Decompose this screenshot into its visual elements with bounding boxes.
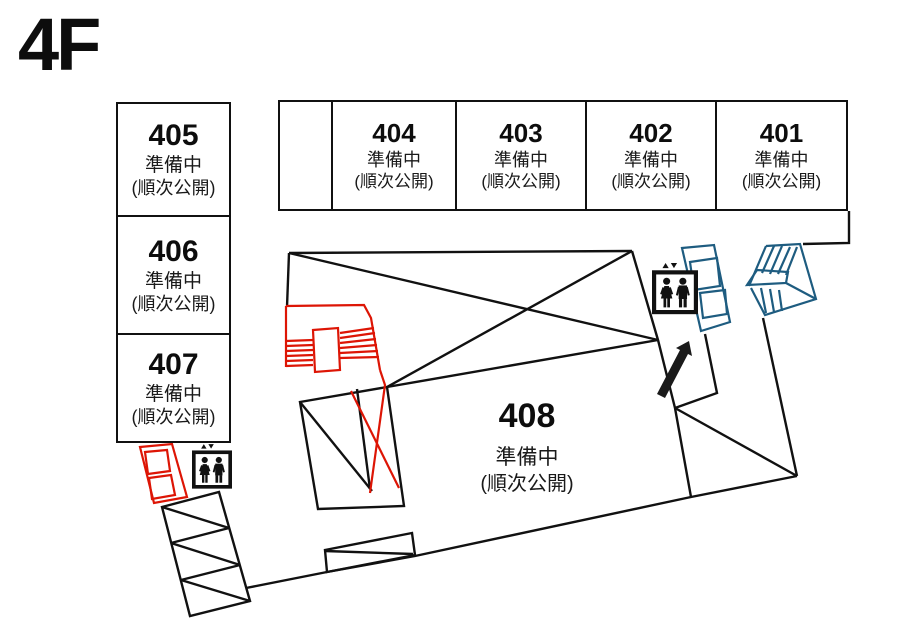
wall-central-right [630,250,693,498]
room-box-405[interactable]: 405 準備中 (順次公開) [118,104,229,215]
room-status: 準備中 [144,383,202,405]
room-status: 準備中 [144,270,202,292]
cross-line-1 [288,251,659,342]
stairs-red [284,303,400,494]
room-status: 準備中 [624,150,678,171]
room-box-402[interactable]: 402 準備中 (順次公開) [585,102,715,209]
room-status: 準備中 [494,150,548,171]
stairs-blue-landing [744,268,790,287]
room-box-404[interactable]: 404 準備中 (順次公開) [331,102,455,209]
room-status: 準備中 [144,155,202,177]
stairs-red-treads-left [285,338,314,368]
left-room-column: 405 準備中 (順次公開) 406 準備中 (順次公開) 407 準備中 (順… [116,102,231,443]
room-number: 405 [148,119,199,153]
womens-restroom-cell[interactable] [280,102,331,209]
stairs-red-treads-right [339,326,380,360]
stairs-blue-treads-upper [760,245,799,276]
wall-right [761,317,799,477]
room-box-401[interactable]: 401 準備中 (順次公開) [715,102,846,209]
room-number: 407 [148,347,199,381]
room-note: (順次公開) [131,406,216,427]
wall-central-left [285,252,291,308]
red-shaft-boxes [138,442,189,505]
cross-line-2 [386,249,633,389]
bottom-booth-diagonal [324,549,414,556]
room-note: (順次公開) [131,178,216,199]
stairs-red-outline [285,303,382,371]
blue-shaft-cab-2 [698,288,729,320]
elevator-icon [192,442,232,489]
cross-line-3 [386,338,659,389]
room-number: 404 [372,117,416,148]
room-box-406[interactable]: 406 準備中 (順次公開) [118,215,229,333]
stairs-red-cross [350,390,400,489]
room-number: 403 [499,117,543,148]
room-note: (順次公開) [481,171,561,191]
red-shaft-cab-2 [147,473,177,501]
room-note: (順次公開) [611,171,691,191]
room-box-403[interactable]: 403 準備中 (順次公開) [455,102,585,209]
room-note: (順次公開) [480,472,574,495]
stairs-blue-treads-lower [759,287,784,314]
room-note: (順次公開) [131,293,216,314]
floor-walls [245,211,851,590]
floor-label: 4F [18,3,101,86]
bottom-booth-outline [323,531,417,574]
room-status: 準備中 [754,150,809,171]
elevator-icon [654,263,696,312]
room-number: 401 [759,117,804,148]
wall-notch [674,333,719,410]
red-shaft-cab-1 [143,448,172,476]
top-room-row: 404 準備中 (順次公開) 403 準備中 (順次公開) 402 準備中 (順… [278,100,848,211]
cluster-diagonal [299,401,373,492]
stairs-red-tail [368,369,387,494]
stairs-blue-outline [750,242,818,317]
room-status: 準備中 [367,150,421,171]
room-note: (順次公開) [354,171,434,191]
room-number: 406 [148,234,199,268]
direction-arrow-icon [657,341,692,398]
escalator-zigzag [161,505,251,603]
room-box-408[interactable]: 408 準備中 (順次公開) [427,397,627,496]
room-number: 408 [498,397,556,435]
stairs-blue-inner-edge [785,282,817,300]
wall-central-top [288,249,633,255]
room-cluster-outline [298,385,406,511]
wall-diagonal-right [674,406,798,478]
wall-topright-step [802,211,851,246]
room-note: (順次公開) [741,171,822,191]
room-status: 準備中 [495,446,559,470]
stairs-blue [680,242,818,333]
escalator [160,490,252,618]
room-number: 402 [629,117,673,148]
stairs-red-landing [311,326,342,374]
escalator-dividers [170,526,241,582]
room-box-407[interactable]: 407 準備中 (順次公開) [118,333,229,441]
